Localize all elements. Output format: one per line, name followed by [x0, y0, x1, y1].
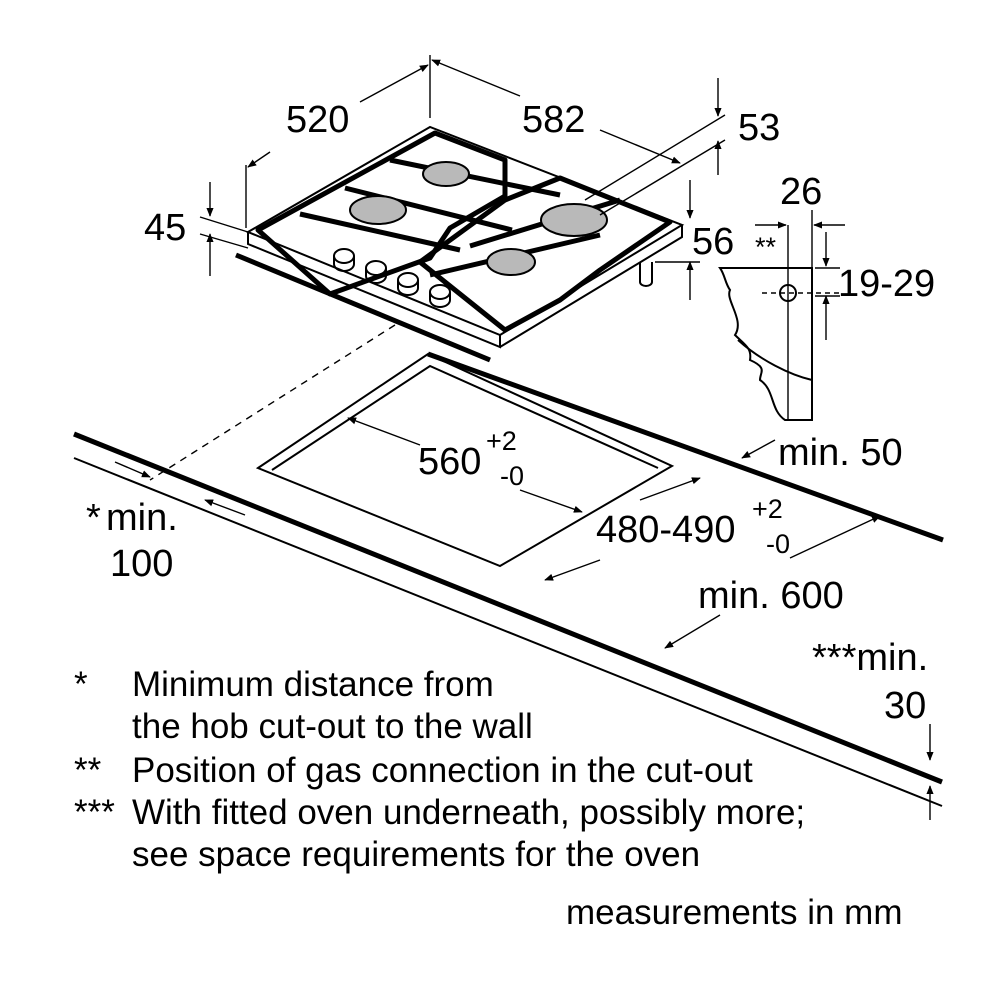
hob-knobs: [333, 248, 451, 308]
burner-rear-left: [422, 161, 470, 187]
dim-width: 520: [286, 99, 349, 141]
dim-min100-star: *: [86, 497, 101, 539]
note-3-line-2: see space requirements for the oven: [132, 835, 700, 874]
gas-connection-stub: [639, 262, 653, 287]
worktop: [73, 351, 944, 807]
dim-56: 56: [692, 221, 734, 263]
note-3-line-1: With fitted oven underneath, possibly mo…: [132, 793, 805, 832]
hob-right-edge: [499, 225, 683, 348]
hob-grate-right: [417, 175, 673, 333]
note-1-line-1: Minimum distance from: [132, 665, 494, 704]
dim-cutout-560-tol-minus: -0: [500, 461, 524, 491]
dim-min600: min. 600: [698, 575, 844, 617]
hob-front-edge: [247, 232, 501, 349]
dim-min50: min. 50: [778, 432, 903, 474]
note-3-marker: ***: [74, 793, 115, 832]
note-2-marker: **: [74, 751, 102, 790]
dim-min100-label: min.: [106, 497, 178, 539]
hob-illustration: [149, 125, 685, 481]
dim-cutout-560: 560: [418, 441, 481, 483]
dim-19-29: 19-29: [838, 263, 935, 305]
dim-26: 26: [780, 171, 822, 213]
dim-min100-value: 100: [110, 543, 173, 585]
dimension-lines: [114, 55, 934, 820]
footnotes: * Minimum distance from the hob cut-out …: [74, 665, 902, 932]
dim-cutout-480-tol-minus: -0: [766, 529, 790, 559]
side-profile: [718, 225, 840, 421]
dim-height: 45: [144, 207, 186, 249]
dim-53: 53: [738, 107, 780, 149]
burner-rear-right: [540, 203, 608, 237]
dim-min30-value: 30: [884, 685, 926, 727]
gas-position-marker: **: [755, 232, 777, 262]
dim-min30-label: ***min.: [812, 637, 928, 679]
dim-cutout-480-tol-plus: +2: [752, 494, 783, 524]
note-2-line-1: Position of gas connection in the cut-ou…: [132, 751, 753, 790]
units-label: measurements in mm: [566, 893, 902, 932]
dim-depth: 582: [522, 99, 585, 141]
dim-cutout-480: 480-490: [596, 509, 735, 551]
dim-cutout-560-tol-plus: +2: [486, 426, 517, 456]
burner-front-right: [486, 248, 536, 276]
note-1-line-2: the hob cut-out to the wall: [132, 707, 533, 746]
dimension-labels: 520 582 53 45 56 26 ** 19-29 min. 50 560…: [86, 99, 935, 727]
burner-front-left: [349, 195, 407, 225]
hob-grate-left: [255, 130, 508, 297]
note-1-marker: *: [74, 665, 88, 704]
cutout-outline: [255, 352, 675, 568]
